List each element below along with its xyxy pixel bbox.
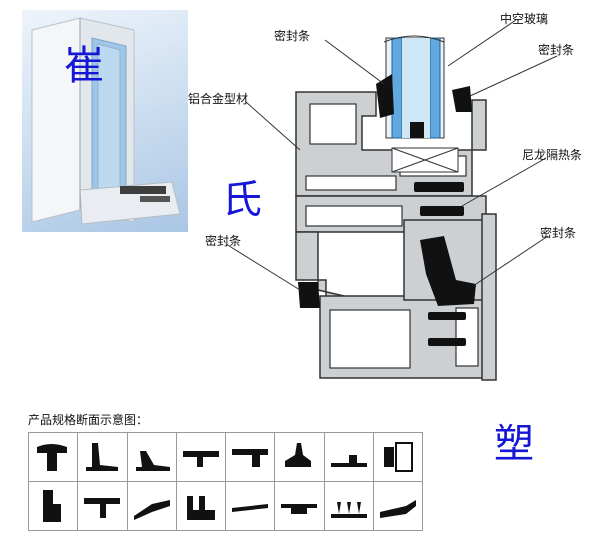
profile-icon-1: [29, 433, 79, 482]
profile-icon-3: [127, 433, 177, 482]
brand-char-1: 崔: [64, 43, 104, 89]
profile-cavity: [309, 103, 357, 145]
brand-char-4: 塑: [494, 421, 534, 467]
label-insulating-glass: 中空玻璃: [500, 12, 549, 26]
profile-icon-2: [78, 433, 128, 482]
nylon-thermal-strips: [414, 182, 466, 346]
profile-icon-12: [176, 482, 226, 531]
section-caption: 产品规格断面示意图：: [28, 413, 149, 427]
profile-cavity: [305, 175, 397, 191]
profile-icon-10: [78, 482, 128, 531]
label-seal-left: 密封条: [205, 234, 242, 248]
label-seal-top: 密封条: [274, 29, 311, 43]
profile-icon-7: [324, 433, 374, 482]
label-nylon-strip: 尼龙隔热条: [522, 148, 583, 162]
profile-icon-11: [127, 482, 177, 531]
label-seal-right-top: 密封条: [538, 43, 575, 57]
profile-cavity: [329, 309, 411, 369]
label-seal-right-mid: 密封条: [540, 226, 577, 240]
brand-char-2: 氏: [222, 177, 262, 223]
cross-section-diagram: [225, 19, 558, 381]
window-photo: [22, 10, 188, 232]
profile-icon-14: [275, 482, 325, 531]
profile-grid: [28, 432, 423, 531]
profile-icon-13: [226, 482, 276, 531]
label-aluminium-profile: 铝合金型材: [188, 92, 249, 106]
profile-icon-4: [176, 433, 226, 482]
window-corner-image: [31, 17, 181, 225]
profile-icon-15: [324, 482, 374, 531]
profile-cavity: [455, 307, 479, 367]
seal-gaskets: [298, 74, 476, 308]
profile-icon-6: [275, 433, 325, 482]
leader-lines: [225, 19, 558, 291]
profile-icon-5: [226, 433, 276, 482]
spacer-block: [391, 147, 459, 173]
profile-icon-8: [373, 433, 423, 482]
profile-icon-9: [29, 482, 79, 531]
profile-icon-16: [373, 482, 423, 531]
profile-cavity: [305, 205, 403, 227]
insulated-glass: [383, 35, 445, 139]
